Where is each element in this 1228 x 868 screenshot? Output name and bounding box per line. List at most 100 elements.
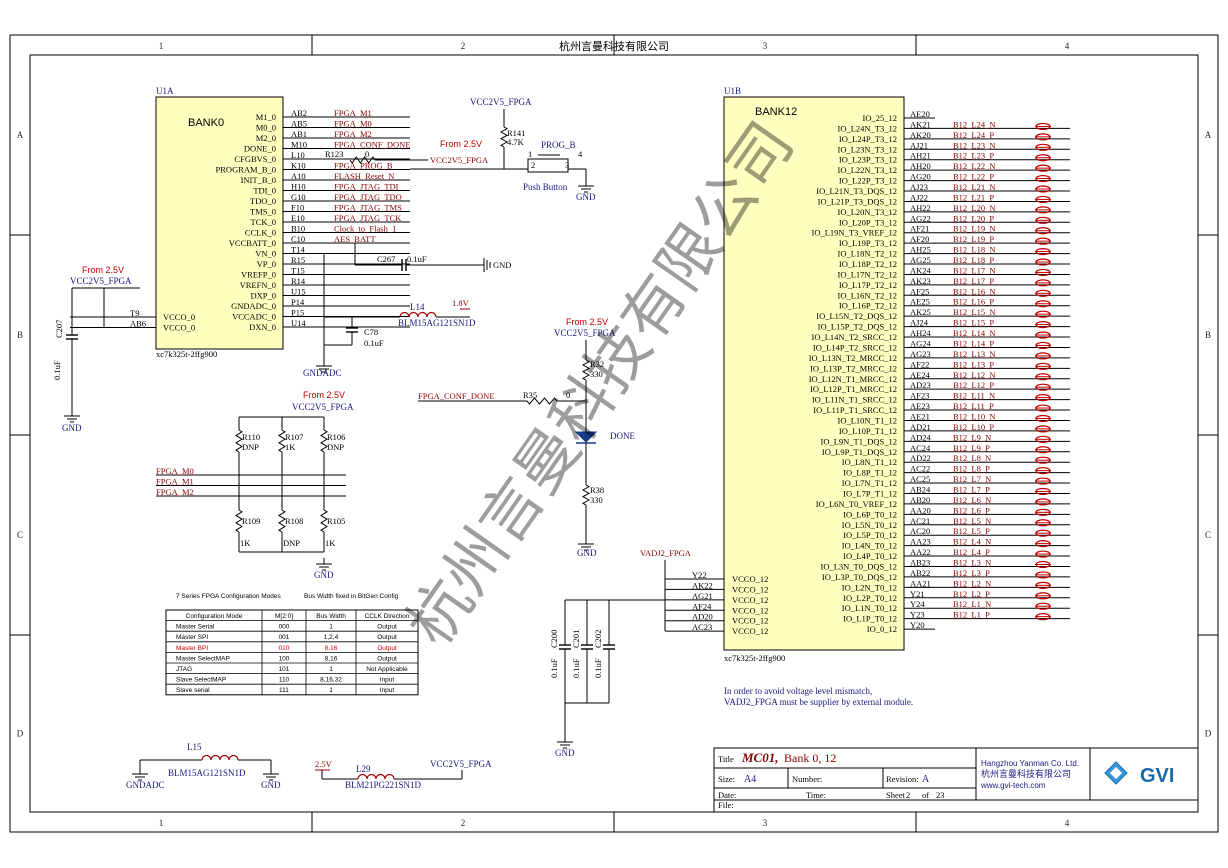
- u1a-net-label: AES_BATT: [334, 234, 376, 244]
- u1b-net-label: B12_L15_N: [953, 307, 996, 317]
- tb-time-label: Time:: [806, 790, 826, 800]
- u1a-pin-number: G10: [291, 192, 306, 202]
- u1b-bank: BANK12: [755, 106, 797, 118]
- u1a-net-label: FPGA_JTAG_TMS: [334, 203, 402, 213]
- r32-symbol: [581, 359, 591, 381]
- table-caption-right: Bus Width fixed in BitGen Config: [304, 593, 399, 600]
- u1b-pin-name: IO_L24P_T3_12: [839, 134, 897, 144]
- u1b-net-label: B12_L6_N: [953, 495, 991, 505]
- u1a-vcco-name: VCCO_0: [163, 323, 195, 333]
- u1b-pin-number: AH20: [910, 161, 931, 171]
- mode-res-top: [320, 429, 328, 453]
- mode-res-bot: [320, 509, 328, 533]
- header-company: 杭州言曼科技有限公司: [559, 39, 669, 53]
- c20x-ref: C200: [549, 630, 559, 648]
- led-label: DONE: [610, 431, 635, 441]
- u1b-pin-name: IO_L10P_T1_12: [839, 426, 897, 436]
- u1b-pin-number: AG24: [910, 338, 932, 348]
- u1a-pin-number: K10: [291, 161, 306, 171]
- table-header: CCLK Direction: [365, 613, 410, 620]
- u1b-net-label: B12_L9_P: [953, 443, 990, 453]
- mode-res-top: [278, 429, 286, 453]
- u1b-pin-name: IO_L17N_T2_12: [838, 269, 898, 279]
- u1a-pin-number: L10: [291, 150, 305, 160]
- from-2v5-label-led: From 2.5V: [566, 317, 608, 327]
- u1b-pin-number: AH24: [910, 328, 932, 338]
- u1a-pin-name: TCK_0: [251, 217, 277, 227]
- u1b-pin-name: IO_L21P_T3_DQS_12: [818, 196, 897, 206]
- u1b-pin-number: AH22: [910, 203, 931, 213]
- pb-pin3: 3: [565, 160, 569, 170]
- u1b-pin-number: AF22: [910, 359, 929, 369]
- u1a-pin-number: U14: [291, 318, 306, 328]
- push-button-body: [527, 158, 569, 173]
- l15-ref: L15: [187, 742, 202, 752]
- u1b-pin-name: IO_L12P_T1_MRCC_12: [810, 384, 897, 394]
- u1b-pin-name: IO_L21N_T3_DQS_12: [816, 186, 897, 196]
- grid-row-label-left: D: [17, 729, 24, 739]
- tb-company-en: Hangzhou Yanman Co. Ltd.: [981, 759, 1079, 768]
- u1b-pin-name: IO_L1P_T0_12: [843, 614, 897, 624]
- u1b-vcco-name: VCCO_12: [732, 595, 768, 605]
- u1b-net-label: B12_L10_N: [953, 411, 996, 421]
- table-cell: Output: [377, 655, 397, 662]
- u1a-pin-number: R14: [291, 276, 306, 286]
- u1b-pin-number: AK24: [910, 265, 932, 275]
- table-header: Bus Width: [316, 613, 346, 620]
- u1a-pin-name: VREFN_0: [240, 280, 276, 290]
- u1b-net-label: B12_L7_N: [953, 474, 991, 484]
- u1b-pin-name: IO_L23P_T3_12: [839, 155, 897, 165]
- u1b-net-label: B12_L13_N: [953, 349, 996, 359]
- tb-title-rest: Bank 0, 12: [784, 751, 836, 765]
- logo-diamond-inner: [1110, 767, 1122, 779]
- grid-row-label-right: D: [1205, 729, 1212, 739]
- u1b-pin-number: AB22: [910, 568, 930, 578]
- push-button-label: Push Button: [523, 182, 568, 192]
- u1b-net-label: B12_L10_P: [953, 422, 994, 432]
- u1b-pin-number: AC24: [910, 443, 931, 453]
- table-cell: 010: [279, 645, 290, 652]
- u1b-pin-name: IO_L17P_T2_12: [839, 280, 897, 290]
- mode-res-bot-value: 1K: [325, 538, 336, 548]
- r123-symbol: [349, 156, 376, 164]
- u1a-net-label: FPGA_M1: [334, 108, 372, 118]
- u1b-pin-number: AH25: [910, 245, 931, 255]
- u1b-net-label: B12_L15_P: [953, 318, 994, 328]
- table-cell: Input: [380, 677, 395, 684]
- u1b-pin-number: AF21: [910, 224, 929, 234]
- u1b-pin-number: AG23: [910, 349, 931, 359]
- note-line1: In order to avoid voltage level mismatch…: [724, 686, 872, 696]
- u1a-pin-name: M1_0: [256, 112, 276, 122]
- u1a-pin-number: B10: [291, 224, 305, 234]
- r38-symbol: [581, 484, 591, 506]
- c267-ref: C267: [377, 254, 395, 264]
- u1b-pin-number: AE21: [910, 411, 930, 421]
- grid-col-label-top: 4: [1065, 41, 1070, 51]
- grid-row-label-left: C: [17, 530, 23, 540]
- u1a-pin-name: M2_0: [256, 133, 276, 143]
- gnd-mode-label: GND: [314, 570, 334, 580]
- mode-res-bot-value: DNP: [283, 538, 300, 548]
- u1a-vcco-number: T9: [130, 308, 139, 318]
- u1b-pin-number: AG22: [910, 213, 931, 223]
- u1b-net-label: B12_L6_P: [953, 505, 990, 515]
- u1b-net-label: B12_L9_N: [953, 432, 991, 442]
- u1b-pin-number: AK23: [910, 276, 931, 286]
- mode-res-bot-value: 1K: [240, 538, 251, 548]
- u1b-pin-name: IO_L18N_T2_12: [838, 249, 898, 259]
- c78-value: 0.1uF: [364, 338, 384, 348]
- grid-row-label-right: B: [1205, 330, 1211, 340]
- u1b-net-label: B12_L5_P: [953, 526, 990, 536]
- u1b-net-label: B12_L4_P: [953, 547, 990, 557]
- gnd-c207-label: GND: [62, 423, 82, 433]
- table-cell: 101: [279, 666, 290, 673]
- u1b-pin-number: AF20: [910, 234, 929, 244]
- u1a-bank: BANK0: [188, 117, 224, 129]
- vcc-led-label: VCC2V5_FPGA: [554, 328, 616, 338]
- r32-value: 330: [590, 369, 603, 379]
- grid-row-label-left: B: [17, 330, 23, 340]
- u1b-pin-name: IO_0_12: [867, 624, 897, 634]
- mode-net-label: FPGA_M2: [156, 487, 194, 497]
- u1b-pin-number: AE25: [910, 297, 930, 307]
- u1b-pin-number: AE23: [910, 401, 930, 411]
